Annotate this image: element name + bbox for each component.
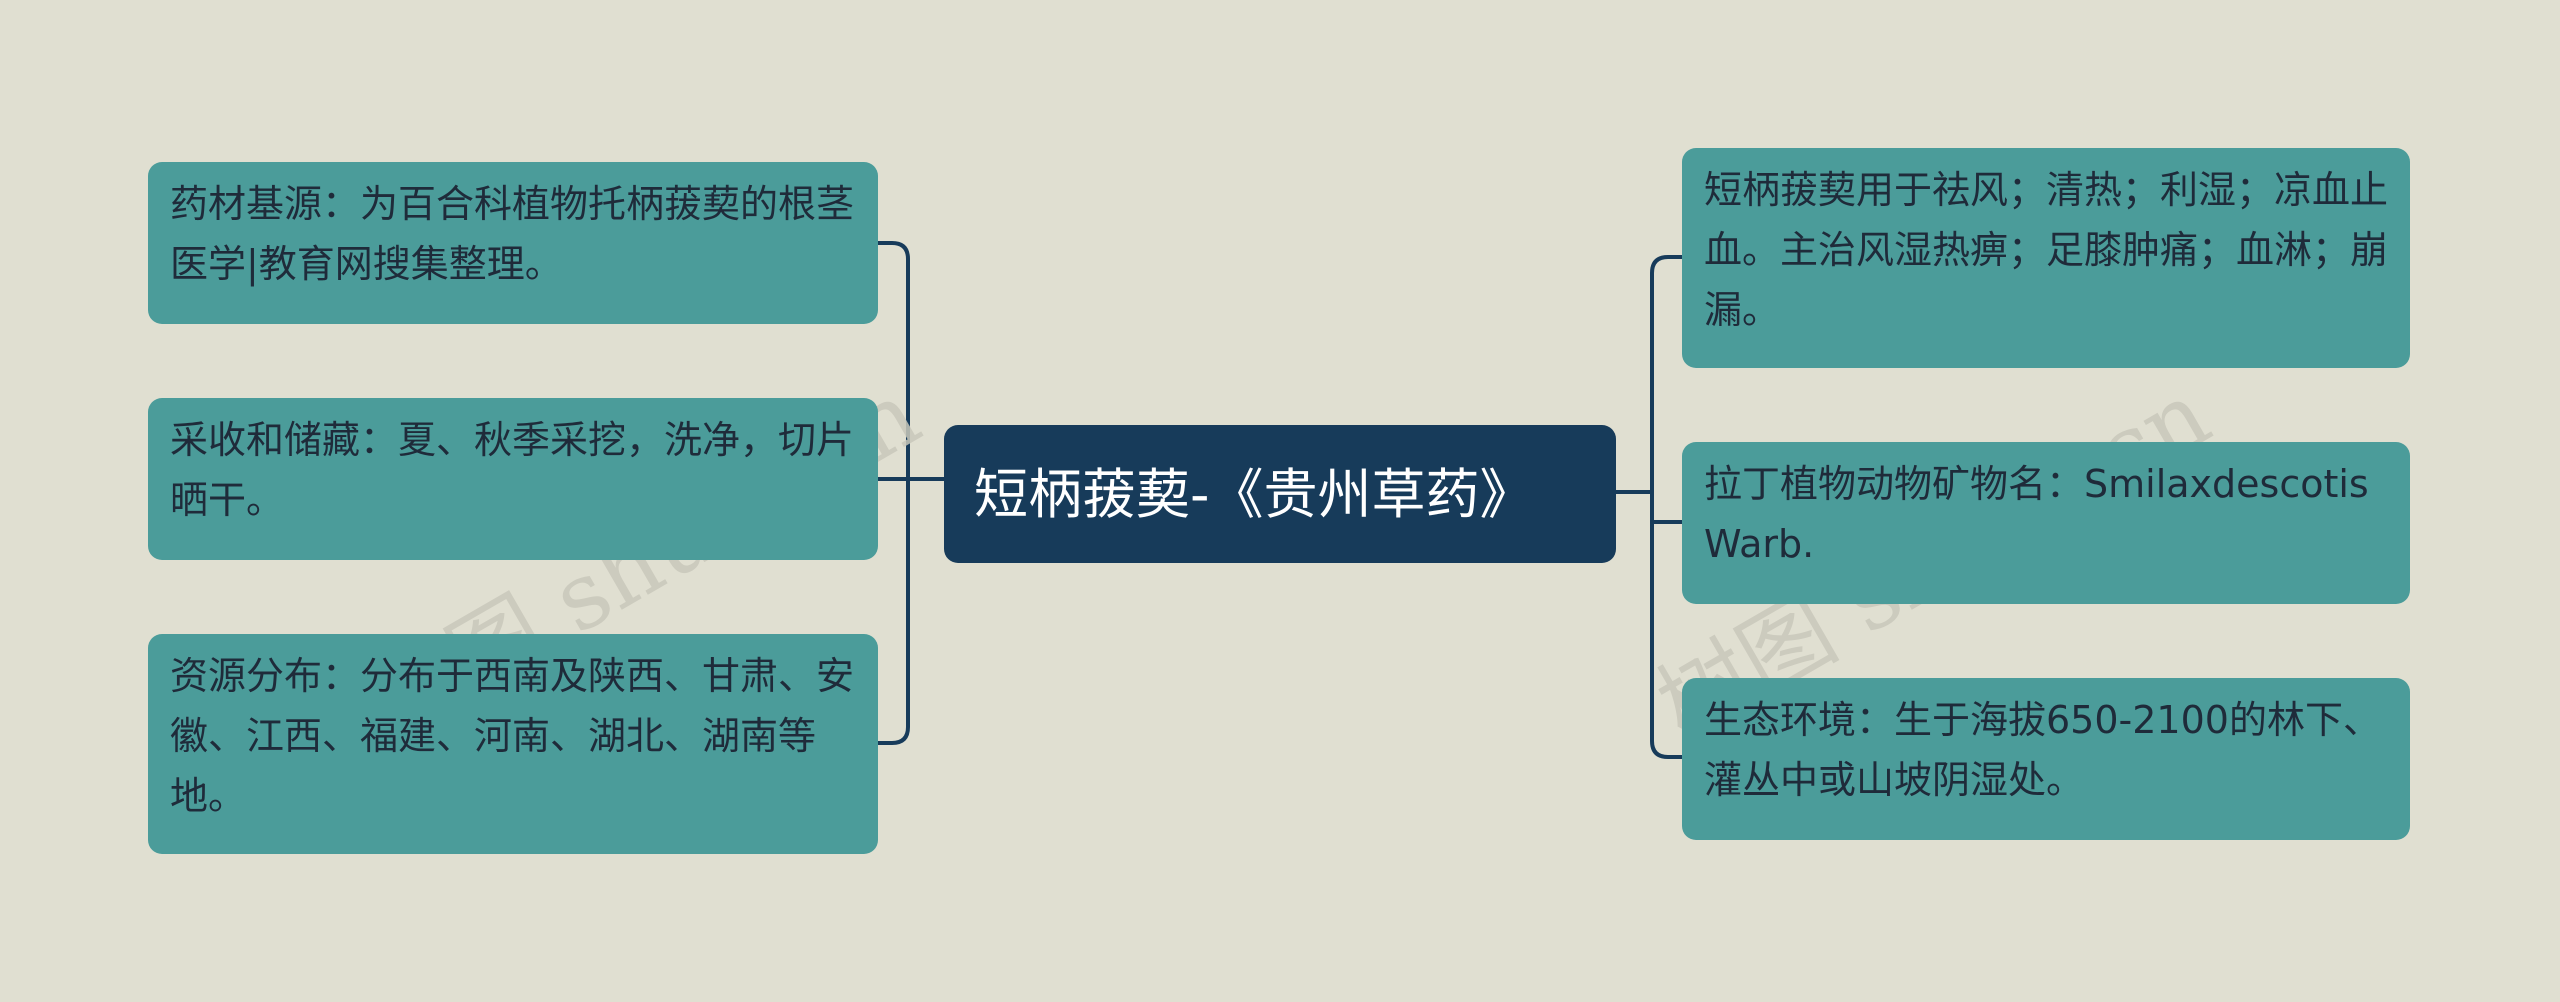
node-left-distribution[interactable]: 资源分布：分布于西南及陕西、甘肃、安徽、江西、福建、河南、湖北、湖南等地。 bbox=[148, 634, 878, 854]
connector-left-1 bbox=[878, 241, 910, 745]
node-left-harvest[interactable]: 采收和储藏：夏、秋季采挖，洗净，切片晒干。 bbox=[148, 398, 878, 560]
center-topic[interactable]: 短柄菝葜-《贵州草药》 bbox=[944, 425, 1616, 563]
node-right-habitat[interactable]: 生态环境：生于海拔650-2100的林下、灌丛中或山坡阴湿处。 bbox=[1682, 678, 2410, 840]
node-left-source[interactable]: 药材基源：为百合科植物托柄菝葜的根茎医学|教育网搜集整理。 bbox=[148, 162, 878, 324]
node-right-latin-name[interactable]: 拉丁植物动物矿物名：SmilaxdescotisWarb. bbox=[1682, 442, 2410, 604]
connector-right-1 bbox=[1650, 255, 1682, 759]
node-right-effects[interactable]: 短柄菝葜用于祛风；清热；利湿；凉血止血。主治风湿热痹；足膝肿痛；血淋；崩漏。 bbox=[1682, 148, 2410, 368]
